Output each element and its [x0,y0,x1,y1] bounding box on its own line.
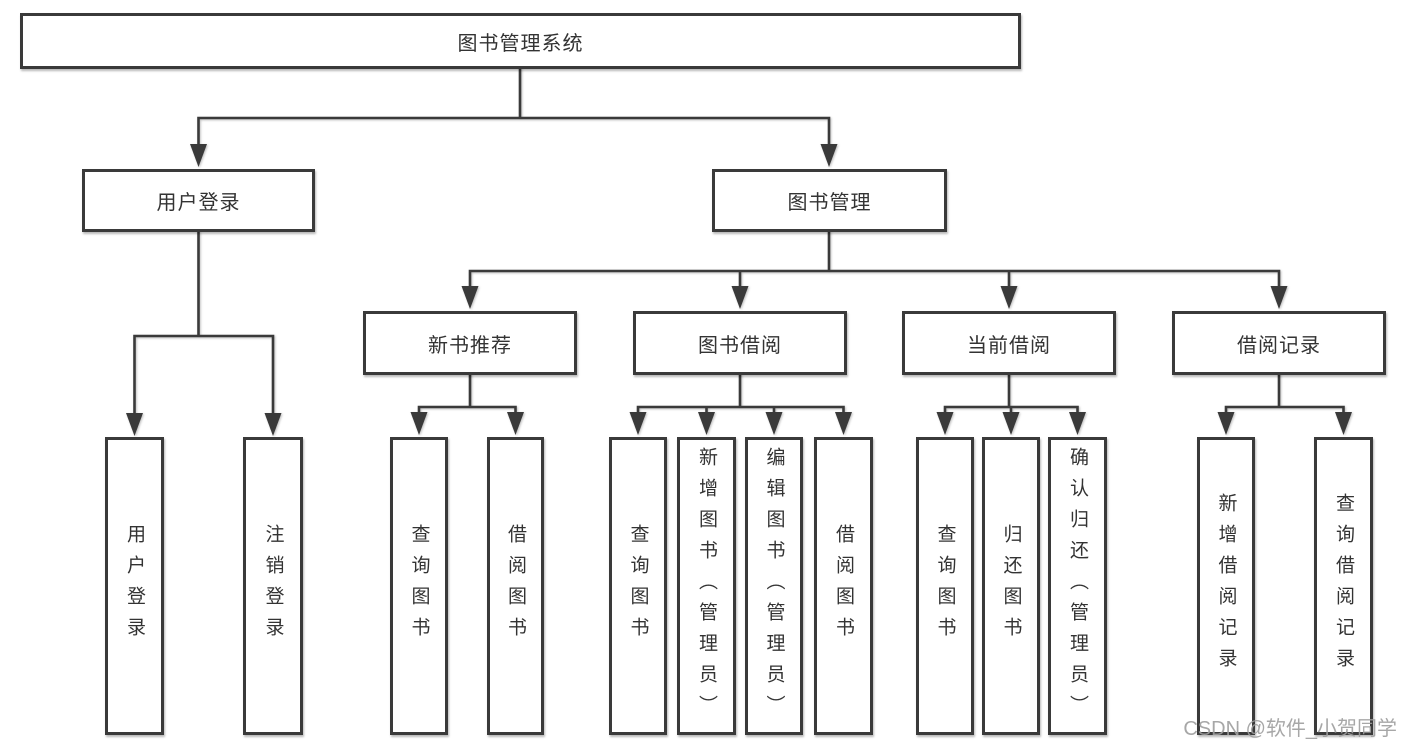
leaf-logout-login-label: 注销登录 [262,524,284,648]
connector-book-management-children [461,230,1288,309]
leaf-user-login: 用户登录 [105,437,164,735]
arrowhead [765,412,783,435]
node-user-login-label: 用户登录 [156,192,241,214]
node-borrow-records-label: 借阅记录 [1237,334,1321,357]
leaf-return-books: 归还图书 [982,437,1040,735]
arrowhead [820,144,838,167]
arrowhead [1002,412,1020,435]
leaf-query-books-borrow: 查询图书 [609,437,667,735]
node-current-borrow: 当前借阅 [902,311,1116,375]
leaf-add-books-admin-label: 新增图书（管理员） [696,446,717,726]
node-root: 图书管理系统 [20,13,1021,69]
arrowhead [1335,412,1352,435]
leaf-return-books-label: 归还图书 [1000,524,1022,648]
leaf-borrow-books-borrow-label: 借阅图书 [833,524,854,648]
node-book-management-label: 图书管理 [787,192,872,214]
arrowhead [461,286,479,309]
leaf-borrow-books-recommend-label: 借阅图书 [505,524,526,648]
leaf-query-books-current: 查询图书 [916,437,974,735]
node-book-management: 图书管理 [712,169,947,232]
arrowhead [410,412,428,435]
arrowhead [1069,412,1086,435]
node-book-borrow: 图书借阅 [633,311,847,375]
leaf-edit-books-admin: 编辑图书（管理员） [745,437,803,735]
connector-root-to-level2 [190,67,838,167]
connector-new-book-recommend-children [410,373,524,435]
arrowhead [507,412,524,435]
leaf-add-books-admin: 新增图书（管理员） [677,437,736,735]
connector-borrow-records-children [1217,373,1352,435]
leaf-edit-books-admin-label: 编辑图书（管理员） [763,446,785,726]
leaf-add-borrow-record: 新增借阅记录 [1197,437,1255,735]
arrowhead [698,412,715,435]
node-book-borrow-label: 图书借阅 [698,334,782,357]
connector-user-login-children [126,230,282,436]
leaf-add-borrow-record-label: 新增借阅记录 [1215,493,1237,679]
leaf-logout-login: 注销登录 [243,437,303,735]
leaf-query-books-borrow-label: 查询图书 [627,524,649,648]
arrowhead [1270,286,1288,309]
leaf-borrow-books-recommend: 借阅图书 [487,437,544,735]
leaf-query-books-recommend-label: 查询图书 [408,524,430,648]
leaf-confirm-return-admin: 确认归还（管理员） [1048,437,1107,735]
arrowhead [264,413,282,436]
node-new-book-recommend: 新书推荐 [363,311,577,375]
node-new-book-recommend-label: 新书推荐 [428,334,512,357]
arrowhead [936,412,954,435]
node-user-login: 用户登录 [82,169,315,232]
arrowhead [731,286,749,309]
arrowhead [1217,412,1235,435]
connector-book-borrow-children [629,373,852,435]
leaf-query-books-current-label: 查询图书 [934,524,956,648]
node-borrow-records: 借阅记录 [1172,311,1386,375]
leaf-confirm-return-admin-label: 确认归还（管理员） [1067,446,1088,726]
arrowhead [1000,286,1018,309]
arrowhead [835,412,852,435]
leaf-query-borrow-record: 查询借阅记录 [1314,437,1373,735]
leaf-query-borrow-record-label: 查询借阅记录 [1333,493,1354,679]
node-current-borrow-label: 当前借阅 [967,334,1051,357]
arrowhead [190,144,207,167]
leaf-query-books-recommend: 查询图书 [390,437,448,735]
arrowhead [629,412,647,435]
csdn-watermark: CSDN @软件_小贺同学 [1183,718,1397,740]
node-root-label: 图书管理系统 [457,32,584,55]
arrowhead [126,413,143,436]
leaf-borrow-books-borrow: 借阅图书 [814,437,873,735]
leaf-user-login-label: 用户登录 [124,524,145,648]
connector-current-borrow-children [936,373,1086,435]
